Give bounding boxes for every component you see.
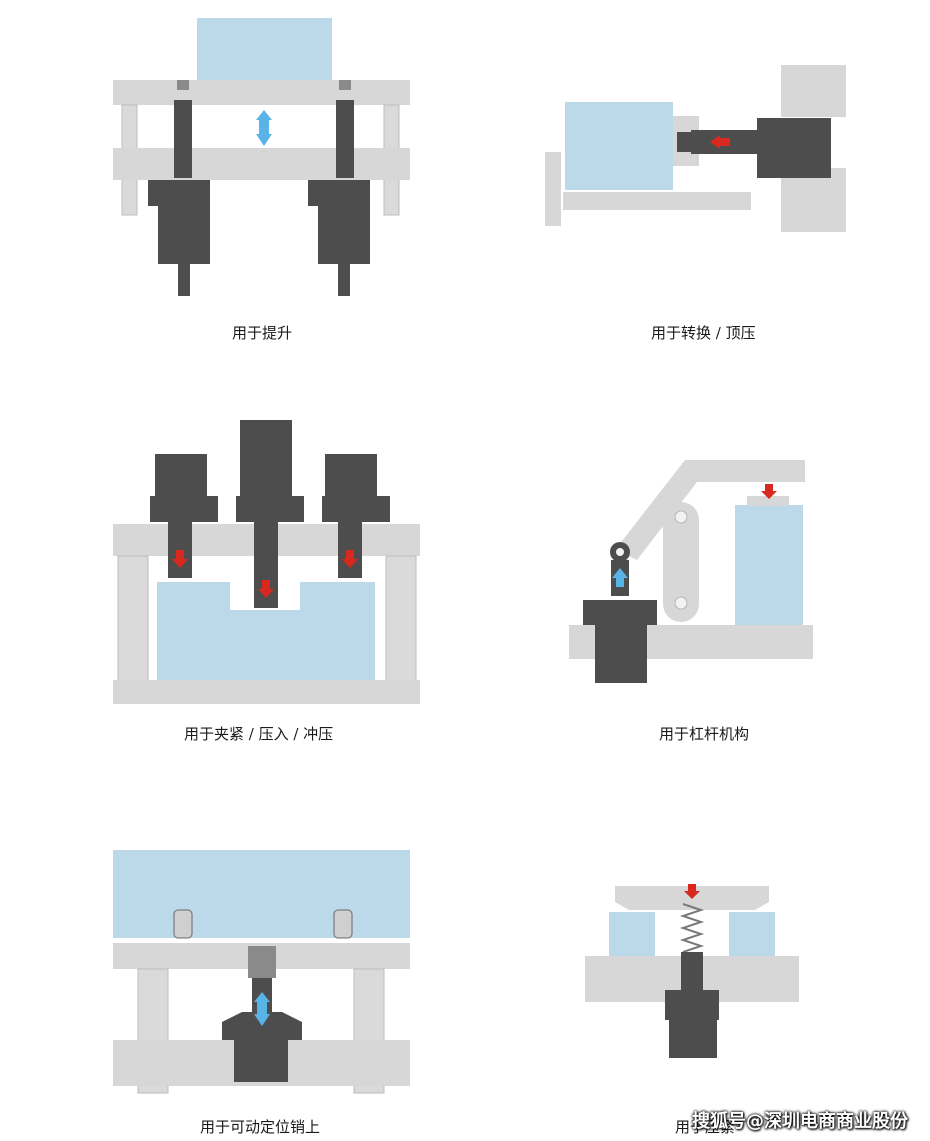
cylinder-right [322, 454, 390, 578]
watermark: 搜狐号@深圳电商商业股份 [692, 1111, 908, 1132]
pivot-bottom [674, 596, 688, 610]
bottom-plate [113, 680, 420, 704]
panel-lever: 用于杠杆机构 [465, 400, 930, 760]
arrow-left-icon [710, 135, 730, 149]
panel-clamp: 用于夹紧 / 压入 / 冲压 [0, 400, 465, 760]
workpiece [113, 850, 410, 938]
workpiece [565, 102, 673, 190]
workpiece-right [729, 912, 775, 956]
base-plate [113, 148, 410, 180]
pressure-pad [747, 496, 789, 506]
panel-spring: 用于压紧 [465, 800, 930, 1141]
side-wall [545, 152, 561, 226]
panel-transfer-press: 用于转换 / 顶压 [465, 0, 930, 360]
arrow-down-icon [684, 884, 700, 899]
cylinder-center [236, 420, 304, 608]
guide-post-right [385, 555, 417, 683]
workpiece [197, 18, 332, 80]
caption-lifting: 用于提升 [232, 324, 293, 342]
caption-clamp: 用于夹紧 / 压入 / 冲压 [184, 725, 334, 743]
cylinder-left [148, 80, 210, 296]
arrow-down-icon [172, 550, 358, 598]
transfer-press-diagram [545, 65, 846, 232]
spring-icon [679, 903, 705, 953]
panel-lifting: 用于提升 [0, 0, 465, 360]
lever-link [663, 502, 699, 622]
guide-post-left [117, 555, 149, 683]
cylinder [677, 118, 831, 178]
cylinder-eye [616, 548, 624, 556]
caption-lever: 用于杠杆机构 [659, 725, 750, 743]
double-arrow-icon [256, 110, 272, 146]
locating-pin-diagram [113, 850, 410, 1094]
locating-pin-right [333, 909, 353, 939]
double-arrow-icon [254, 992, 270, 1026]
fixed-block-bottom [781, 168, 846, 232]
lever-arm [615, 460, 805, 560]
cylinder [583, 542, 657, 683]
workpiece [157, 582, 375, 680]
fixed-block-top [781, 65, 846, 117]
workpiece-left [609, 912, 655, 956]
lifting-diagram [113, 18, 410, 296]
caption-locating-pin: 用于可动定位销上 [200, 1118, 321, 1136]
caption-transfer-press: 用于转换 / 顶压 [651, 324, 756, 342]
lever-diagram [569, 460, 813, 683]
arrow-up-icon [612, 568, 628, 587]
base-rail [563, 192, 751, 210]
cylinder-left [150, 454, 218, 578]
cylinder-right [308, 80, 370, 296]
cylinder [665, 952, 719, 1058]
caption-spring: 用于压紧 [675, 1118, 736, 1136]
panel-locating-pin: 用于可动定位销上 [0, 800, 465, 1141]
locating-pin-left [173, 909, 193, 939]
pivot-top [674, 510, 688, 524]
spring-diagram [585, 884, 799, 1058]
workpiece [735, 505, 803, 625]
clamp-diagram [113, 420, 420, 704]
arrow-down-icon [761, 484, 777, 499]
top-plate [113, 80, 410, 105]
